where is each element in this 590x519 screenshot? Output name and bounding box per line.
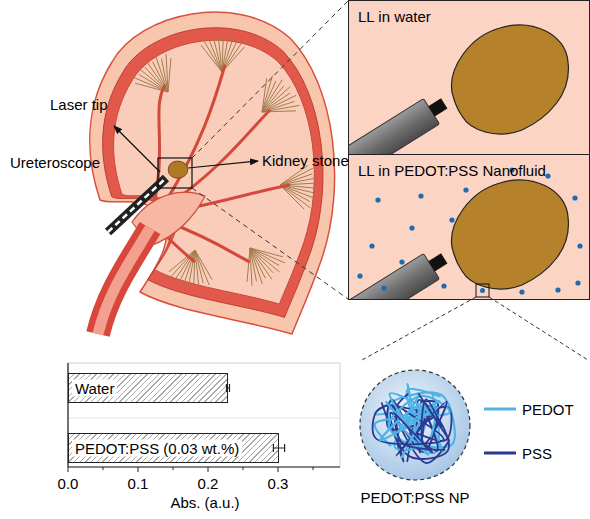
nanoparticle: PEDOT:PSS NP [355, 368, 475, 510]
panel-scene [348, 25, 568, 155]
legend-label: PSS [522, 445, 552, 462]
pyramid-ray [170, 250, 195, 278]
particle-outline [355, 368, 475, 510]
kidney-medulla [114, 40, 315, 304]
chart-frame [68, 363, 340, 467]
pedot-chain [380, 402, 438, 441]
zoom-line [192, 1, 348, 299]
axis-tick [68, 467, 313, 472]
callout-label: Kidney stone [262, 152, 349, 169]
legend-line [484, 399, 516, 419]
ureter-wall [98, 228, 150, 334]
legend-entry: PSS [484, 443, 552, 463]
nanoparticle-dots [357, 167, 582, 294]
view-panel: LL in water [348, 0, 590, 155]
nanoparticle-dot [572, 195, 577, 200]
kidney-illustration [90, 12, 335, 334]
nanoparticle-dot [480, 288, 485, 293]
leader-arrow [188, 161, 258, 168]
pyramid-ray [280, 185, 304, 209]
pyramid-ray [153, 62, 168, 92]
pyramid-ray [280, 185, 310, 208]
zoom-line [362, 297, 588, 360]
leader-arrow [114, 126, 160, 172]
pyramid-ray [250, 248, 265, 278]
view-panel: LL in PEDOT:PSS Nanofluid [348, 154, 590, 300]
tick-label: 0.3 [268, 475, 289, 492]
panel-scene [348, 167, 583, 300]
nanoparticle-dot [545, 173, 550, 178]
laser-fiber [348, 91, 452, 155]
pyramid-ray [203, 39, 222, 72]
particle-circle [360, 370, 470, 480]
panel-heading: LL in PEDOT:PSS Nanofluid [358, 162, 546, 179]
bar: Water [68, 373, 228, 403]
pyramid-ray [250, 248, 252, 286]
ureteroscope [108, 178, 166, 232]
pss-chain [395, 393, 449, 452]
nanoparticle-dot [575, 280, 580, 285]
tick-label: 0.2 [198, 475, 219, 492]
nanoparticle-dot [463, 187, 468, 192]
legend-stroke [485, 452, 515, 455]
pyramid-ray [262, 95, 296, 112]
stone-closeup [452, 25, 569, 134]
nanoparticle-dot [399, 259, 404, 264]
pyramid-ray [168, 58, 171, 92]
bar-label: PEDOT:PSS (0.03 wt.%) [72, 440, 242, 457]
pyramid-ray [247, 248, 250, 282]
graphic-part [348, 99, 439, 155]
laser-fiber [348, 246, 452, 300]
nanoparticle-dot [375, 197, 380, 202]
pyramid-ray [213, 35, 222, 72]
tick-label: 0.1 [128, 475, 149, 492]
pyramid-ray [250, 248, 273, 273]
chart-gridline [68, 418, 340, 419]
pyramid-ray [280, 168, 314, 185]
bar-label: Water [72, 380, 117, 397]
kidney-capsule [90, 12, 335, 334]
ureteroscope-stripe [108, 178, 166, 232]
nanoparticle-dot [519, 289, 524, 294]
callout-label: Ureteroscope [10, 154, 100, 171]
nanoparticle-dot [357, 273, 362, 278]
legend-line [484, 443, 516, 463]
pyramid-ray [166, 54, 168, 92]
nanoparticle-dot [449, 217, 454, 222]
pyramid-ray [280, 178, 317, 185]
particle-caption: PEDOT:PSS NP [355, 489, 475, 506]
pyramid-ray [195, 250, 199, 288]
nanoparticle-dot [441, 283, 446, 288]
graphic-part [348, 254, 439, 300]
callout-label: Laser tip [50, 96, 108, 113]
panel-heading: LL in water [358, 8, 431, 25]
legend-entry: PEDOT [484, 399, 574, 419]
graphic-part [428, 98, 447, 116]
ureter-lumen [98, 228, 150, 334]
pyramid-ray [218, 38, 222, 72]
nanoparticle-dot [555, 287, 560, 292]
nanoparticle-dot [409, 225, 414, 230]
nanoparticle-dot [418, 193, 423, 198]
graphic-part [428, 253, 447, 271]
zoom-box [476, 284, 489, 297]
bar: PEDOT:PSS (0.03 wt.%) [68, 433, 279, 463]
legend-stroke [485, 408, 515, 411]
x-axis [68, 466, 340, 467]
kidney-stone [168, 161, 187, 178]
pyramid-ray [169, 250, 195, 272]
nanoparticle-dot [369, 243, 374, 248]
zoom-box [158, 158, 192, 188]
legend-label: PEDOT [522, 401, 574, 418]
nanoparticle-dot [381, 285, 386, 290]
axis-title: Abs. (a.u.) [170, 494, 239, 511]
tick-label: 0.0 [58, 475, 79, 492]
nanoparticle-dot [577, 243, 582, 248]
stone-closeup [452, 180, 569, 289]
